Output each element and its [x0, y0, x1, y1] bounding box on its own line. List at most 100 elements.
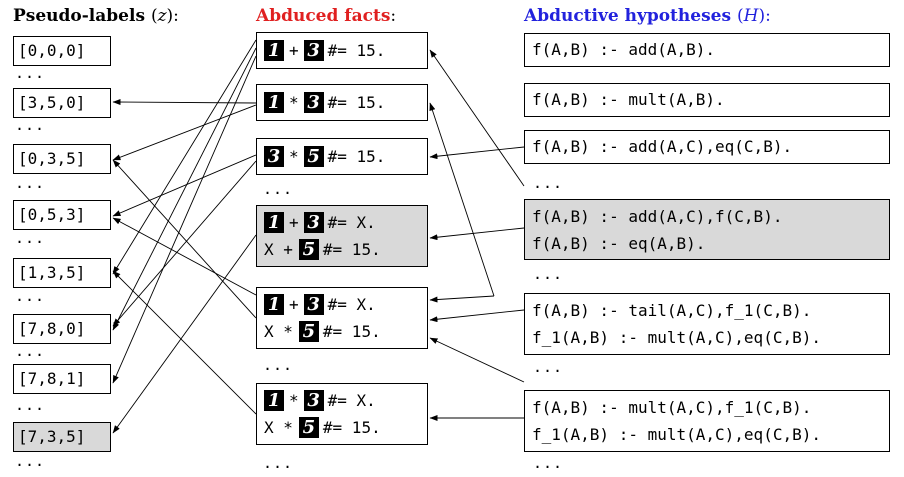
hypothesis-clause: f(A,B) :- mult(A,C),f_1(C,B). — [532, 398, 812, 417]
fact-operator: + — [289, 213, 299, 232]
ellipsis: ... — [15, 174, 46, 192]
fact-prefix: X * — [264, 322, 293, 341]
digit-image: 1 — [264, 294, 284, 315]
arrow-hypothesis-to-fact — [429, 49, 525, 187]
digit-image: 3 — [303, 294, 324, 315]
fact-relation: #= 15. — [322, 418, 381, 437]
hypothesis-box: f(A,B) :- tail(A,C),f_1(C,B). f_1(A,B) :… — [524, 293, 890, 355]
digit-image: 1 — [264, 390, 284, 411]
hypothesis-box: f(A,B) :- add(A,B). — [524, 33, 890, 67]
hypothesis-clause: f(A,B) :- add(A,C),eq(C,B). — [532, 137, 793, 156]
hypothesis-clause: f(A,B) :- eq(A,B). — [532, 234, 706, 253]
fact-operator: * — [289, 147, 299, 166]
fact-line: 1 *3#= 15. — [264, 89, 427, 116]
fact-box-selected: 1+3#= X. X +5#= 15. — [256, 205, 428, 267]
ellipsis: ... — [15, 396, 46, 414]
header-abduced-facts: Abduced facts: — [256, 6, 396, 26]
fact-box: 1*3#= X. X *5#= 15. — [256, 383, 428, 445]
digit-image: 3 — [264, 146, 284, 167]
fact-operator: + — [289, 295, 299, 314]
pseudo-label-box: [7,8,1] — [13, 364, 111, 394]
pseudo-label-text: [3,5,0] — [18, 93, 86, 112]
pseudo-label-text: [7,8,0] — [18, 319, 86, 338]
pseudo-label-text: [7,3,5] — [18, 427, 86, 446]
ellipsis: ... — [533, 265, 564, 283]
fact-line: X +5#= 15. — [264, 236, 427, 263]
arrow-fact-to-label — [112, 270, 257, 415]
ellipsis: ... — [15, 342, 46, 360]
arrow-hypothesis-to-fact — [429, 337, 525, 383]
header-hypotheses-var: H — [743, 6, 759, 26]
arrow-hypothesis-to-fact — [429, 102, 495, 297]
hypothesis-box: f(A,B) :- add(A,C),eq(C,B). — [524, 130, 890, 164]
fact-operator: + — [289, 41, 299, 60]
arrow-fact-to-label — [112, 160, 257, 327]
hypothesis-clause: f(A,B) :- tail(A,C),f_1(C,B). — [532, 301, 812, 320]
ellipsis: ... — [15, 287, 46, 305]
header-pseudo-labels-var: z — [157, 6, 167, 26]
fact-box: 1+3#= X. X *5#= 15. — [256, 287, 428, 349]
header-abduced-facts-text: Abduced facts — [256, 6, 391, 26]
fact-line: X *5#= 15. — [264, 318, 427, 345]
pseudo-label-text: [0,0,0] — [18, 41, 86, 60]
arrow-hypothesis-to-fact — [429, 146, 525, 160]
hypothesis-clause: f(A,B) :- add(A,B). — [532, 40, 716, 59]
pseudo-label-box: [0,5,3] — [13, 200, 111, 230]
pseudo-label-box: [0,0,0] — [13, 36, 111, 66]
fact-relation: #= 15. — [327, 147, 386, 166]
header-pseudo-labels: Pseudo-labels (z): — [13, 6, 179, 26]
fact-relation: #= 15. — [327, 93, 386, 112]
ellipsis: ... — [533, 454, 564, 472]
hypothesis-box: f(A,B) :- mult(A,B). — [524, 83, 890, 117]
digit-image: 3 — [303, 390, 324, 411]
fact-box: 3 *5#= 15. — [256, 138, 428, 175]
ellipsis: ... — [533, 174, 564, 192]
digit-image: 5 — [303, 146, 324, 167]
arrow-fact-to-label — [112, 154, 257, 217]
fact-operator: * — [289, 93, 299, 112]
fact-line: 1+3#= X. — [264, 209, 427, 236]
digit-image: 1 — [264, 212, 284, 233]
fact-prefix: X * — [264, 418, 293, 437]
ellipsis: ... — [263, 454, 294, 472]
digit-image: 1 — [264, 92, 284, 113]
hypothesis-box: f(A,B) :- mult(A,C),f_1(C,B). f_1(A,B) :… — [524, 390, 890, 452]
arrow-hypothesis-to-fact — [429, 295, 495, 303]
arrow-hypothesis-to-fact — [429, 227, 525, 241]
hypothesis-box-selected: f(A,B) :- add(A,C),f(C,B). f(A,B) :- eq(… — [524, 199, 890, 260]
pseudo-label-box: [3,5,0] — [13, 88, 111, 118]
arrow-fact-to-label — [112, 104, 257, 161]
digit-image: 3 — [303, 40, 324, 61]
fact-relation: #= 15. — [322, 240, 381, 259]
arrow-fact-to-label — [112, 159, 257, 319]
ellipsis: ... — [15, 452, 46, 470]
pseudo-label-text: [1,3,5] — [18, 263, 86, 282]
digit-image: 3 — [303, 212, 324, 233]
ellipsis: ... — [263, 356, 294, 374]
ellipsis: ... — [15, 64, 46, 82]
pseudo-label-box: [1,3,5] — [13, 258, 111, 288]
ellipsis: ... — [15, 229, 46, 247]
ellipsis: ... — [263, 180, 294, 198]
fact-operator: * — [289, 391, 299, 410]
fact-relation: #= 15. — [322, 322, 381, 341]
ellipsis: ... — [15, 116, 46, 134]
fact-line: 1*3#= X. — [264, 387, 427, 414]
pseudo-label-box-selected: [7,3,5] — [13, 422, 111, 452]
digit-image: 5 — [298, 239, 319, 260]
hypothesis-clause: f_1(A,B) :- mult(A,C),eq(C,B). — [532, 425, 821, 444]
arrow-fact-to-label — [112, 55, 257, 384]
pseudo-label-text: [0,5,3] — [18, 205, 86, 224]
arrow-fact-to-label — [112, 234, 257, 434]
pseudo-label-text: [7,8,1] — [18, 369, 86, 388]
header-hypotheses: Abductive hypotheses (H): — [524, 6, 771, 26]
pseudo-label-box: [0,3,5] — [13, 144, 111, 174]
pseudo-label-text: [0,3,5] — [18, 149, 86, 168]
digit-image: 1 — [264, 40, 284, 61]
fact-box: 1 *3#= 15. — [256, 84, 428, 121]
digit-image: 3 — [303, 92, 324, 113]
pseudo-label-box: [7,8,0] — [13, 314, 111, 344]
fact-box: 1+3#= 15. — [256, 32, 428, 69]
fact-line: X *5#= 15. — [264, 414, 427, 441]
hypothesis-clause: f(A,B) :- add(A,C),f(C,B). — [532, 207, 783, 226]
